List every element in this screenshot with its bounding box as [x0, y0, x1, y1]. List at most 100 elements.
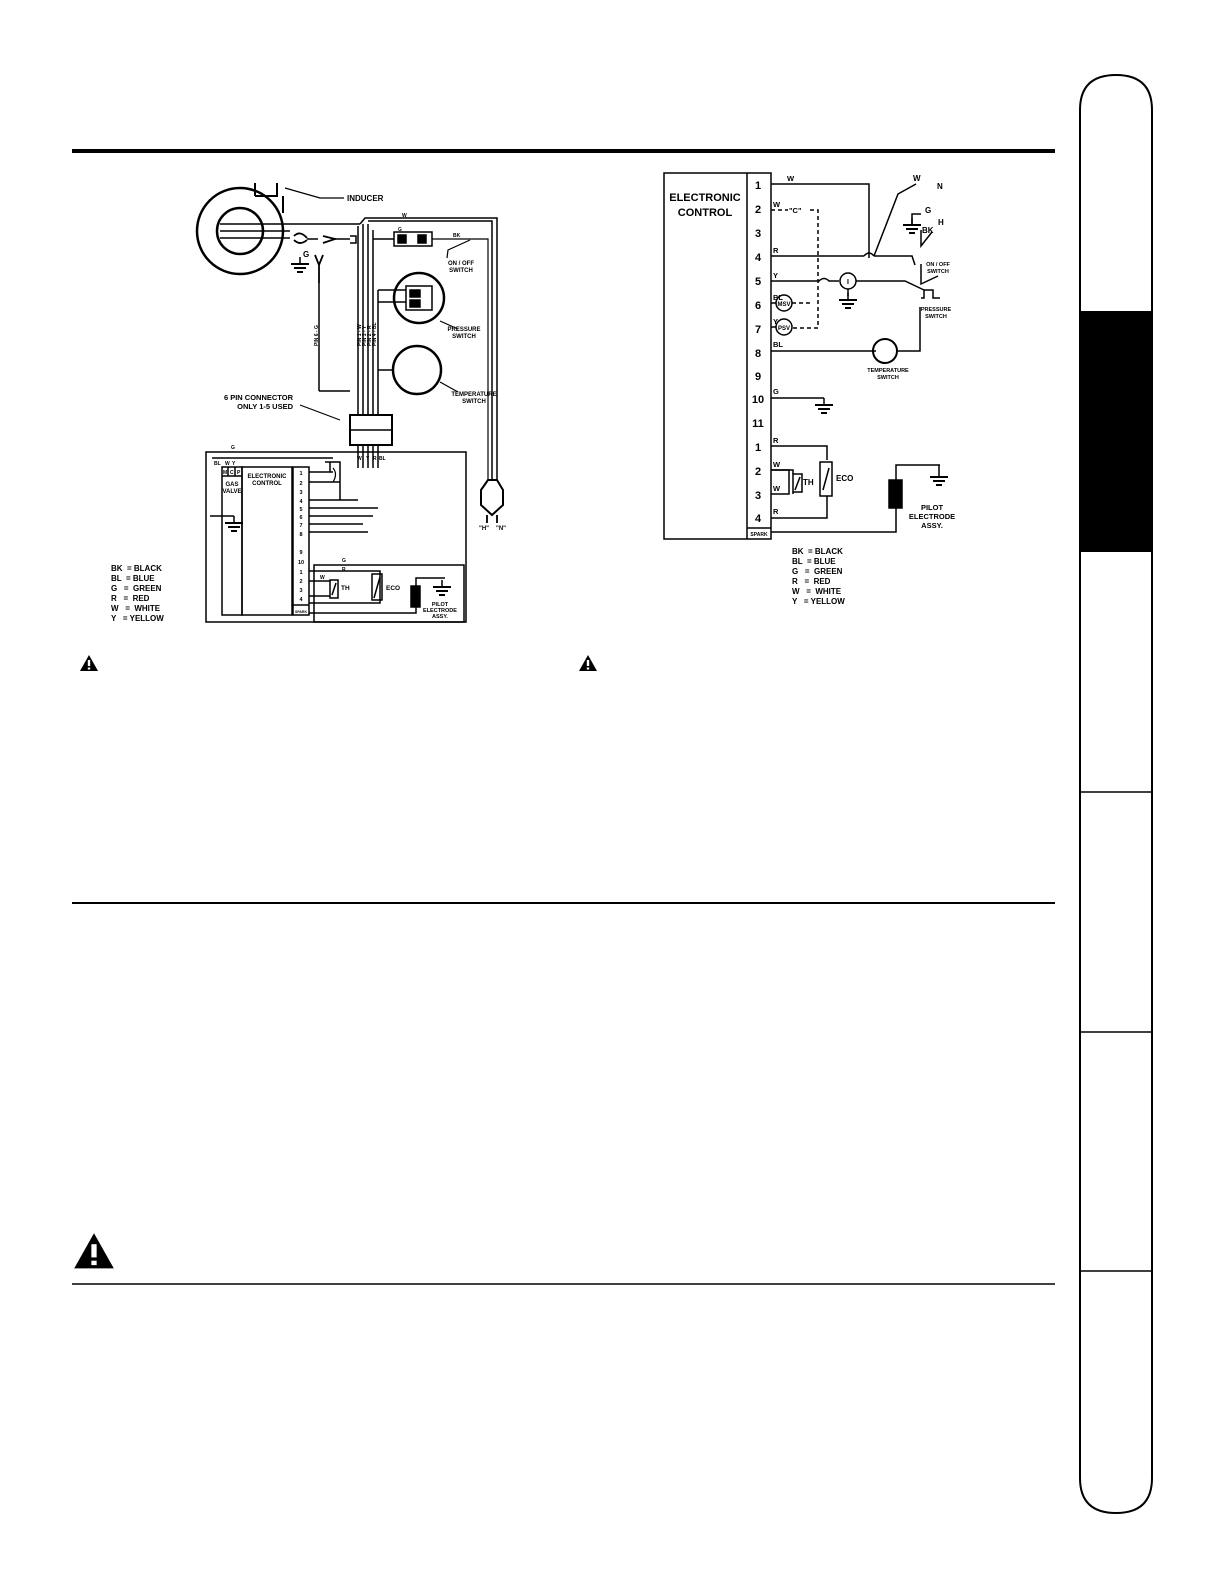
label-pressure-switch: PRESSURE	[447, 327, 480, 333]
pin-label: PIN 1 - W	[357, 324, 363, 346]
label-pilot: ELECTRODE	[423, 608, 457, 614]
valve-terminal: P	[237, 470, 241, 476]
wire-tag: G	[398, 227, 402, 233]
left-diagram-labels: INDUCER G W G BK ON / OFF SWITCH PRESSUR…	[111, 194, 506, 623]
wire-tag: BK	[453, 233, 461, 239]
legend-item: Y = YELLOW	[111, 614, 164, 623]
ground-icon	[902, 217, 922, 234]
legend-item: BL = BLUE	[111, 574, 155, 583]
label-psv: PSV	[778, 326, 790, 332]
side-tab	[1079, 73, 1153, 1515]
terminal-number: 1	[755, 442, 761, 454]
warning-icon-large	[74, 1233, 114, 1269]
label-pressure-switch: SWITCH	[452, 334, 476, 340]
label-pilot: ASSY.	[921, 521, 943, 530]
wire-tag: W	[320, 575, 325, 581]
right-diagram-labels: ELECTRONIC CONTROL 1 2 3 4 5 6 7 8 9 10 …	[669, 174, 955, 606]
wire-tag: W	[225, 461, 230, 467]
label-electronic-control: CONTROL	[678, 207, 733, 219]
pin-label: PIN 2 - R	[367, 325, 373, 346]
wire-tag: R	[773, 246, 779, 255]
label-neutral: N	[937, 182, 943, 191]
ground-icon	[929, 469, 949, 486]
wire-tag: Y	[366, 456, 370, 462]
terminal-number: 5	[299, 507, 302, 513]
terminal-number: 7	[299, 523, 302, 529]
wire-tag: BL	[214, 461, 221, 467]
wire-tag: Y	[773, 317, 778, 326]
label-pressure-switch: PRESSURE	[921, 307, 952, 313]
terminal-number: 10	[298, 560, 304, 566]
label-electronic-control: ELECTRONIC	[669, 192, 741, 204]
wire-tag: Y	[773, 271, 778, 280]
legend-item: G = GREEN	[111, 584, 162, 593]
label-connector: 6 PIN CONNECTOR	[224, 393, 294, 402]
label-temperature-switch: TEMPERATURE	[451, 392, 496, 398]
terminal-number: 1	[755, 180, 761, 192]
wire-tag: R	[373, 456, 377, 462]
legend-item: G = GREEN	[792, 567, 843, 576]
terminal-number: 4	[299, 499, 303, 505]
legend-item: R = RED	[792, 577, 831, 586]
label-on-off-switch: ON / OFF	[448, 261, 474, 267]
right-wiring-diagram	[663, 172, 949, 540]
terminal-number: 4	[299, 597, 303, 603]
wire-tag: R	[773, 507, 779, 516]
ground-icon	[224, 515, 244, 532]
ground-icon	[814, 397, 834, 414]
label-ground: G	[303, 250, 309, 259]
label-igniter: I	[847, 279, 849, 286]
terminal-number: 2	[755, 204, 761, 216]
legend-item: BL = BLUE	[792, 557, 836, 566]
side-tab-active	[1081, 311, 1151, 552]
wire-tag: BK	[922, 226, 934, 235]
label-gas-valve: VALVE	[222, 489, 241, 495]
terminal-number: 6	[299, 515, 302, 521]
wire-tag: W	[773, 460, 781, 469]
wire-tag: BL	[773, 340, 783, 349]
warning-icon	[80, 655, 98, 671]
terminal-number: 5	[755, 276, 761, 288]
label-c: "C"	[789, 206, 802, 215]
terminal-spark: SPARK	[750, 532, 768, 538]
wire-tag: G	[342, 558, 346, 564]
terminal-number: 3	[755, 228, 761, 240]
wire-tag: W	[787, 174, 795, 183]
label-electronic-control: CONTROL	[252, 481, 282, 487]
label-pilot: ASSY.	[432, 614, 448, 620]
valve-terminal: C	[230, 470, 234, 476]
label-temperature-switch: SWITCH	[462, 399, 486, 405]
label-gas-valve: GAS	[225, 482, 238, 488]
label-th: TH	[341, 585, 350, 592]
wire-tag: W	[773, 484, 781, 493]
wire-tag: BL	[379, 456, 386, 462]
wire-tag: Y	[232, 461, 236, 467]
plug-label: "N"	[496, 526, 506, 532]
pin-label: PIN 3 - Y	[362, 325, 368, 346]
terminal-number: 4	[755, 252, 762, 264]
ground-icon	[432, 579, 452, 596]
terminal-number: 3	[299, 490, 302, 496]
label-th: TH	[803, 478, 814, 487]
terminal-number: 3	[299, 588, 302, 594]
terminal-number: 2	[299, 481, 302, 487]
label-pilot: ELECTRODE	[909, 512, 955, 521]
wire-tag: BL	[773, 293, 783, 302]
terminal-number: 6	[755, 300, 761, 312]
wire-tag: R	[342, 567, 346, 573]
label-inducer: INDUCER	[347, 194, 384, 203]
legend-item: R = RED	[111, 594, 150, 603]
terminal-number: 2	[299, 579, 302, 585]
label-on-off-switch: SWITCH	[927, 269, 949, 275]
terminal-number: 8	[755, 348, 761, 360]
label-electronic-control: ELECTRONIC	[248, 474, 288, 480]
label-pilot: PILOT	[921, 503, 944, 512]
label-on-off-switch: SWITCH	[449, 268, 473, 274]
wire-tag: W	[913, 174, 921, 183]
terminal-number: 7	[755, 324, 761, 336]
label-msv: MSV	[777, 302, 790, 308]
label-on-off-switch: ON / OFF	[926, 262, 950, 268]
legend-item: BK = BLACK	[792, 547, 843, 556]
label-temperature-switch: SWITCH	[877, 375, 899, 381]
